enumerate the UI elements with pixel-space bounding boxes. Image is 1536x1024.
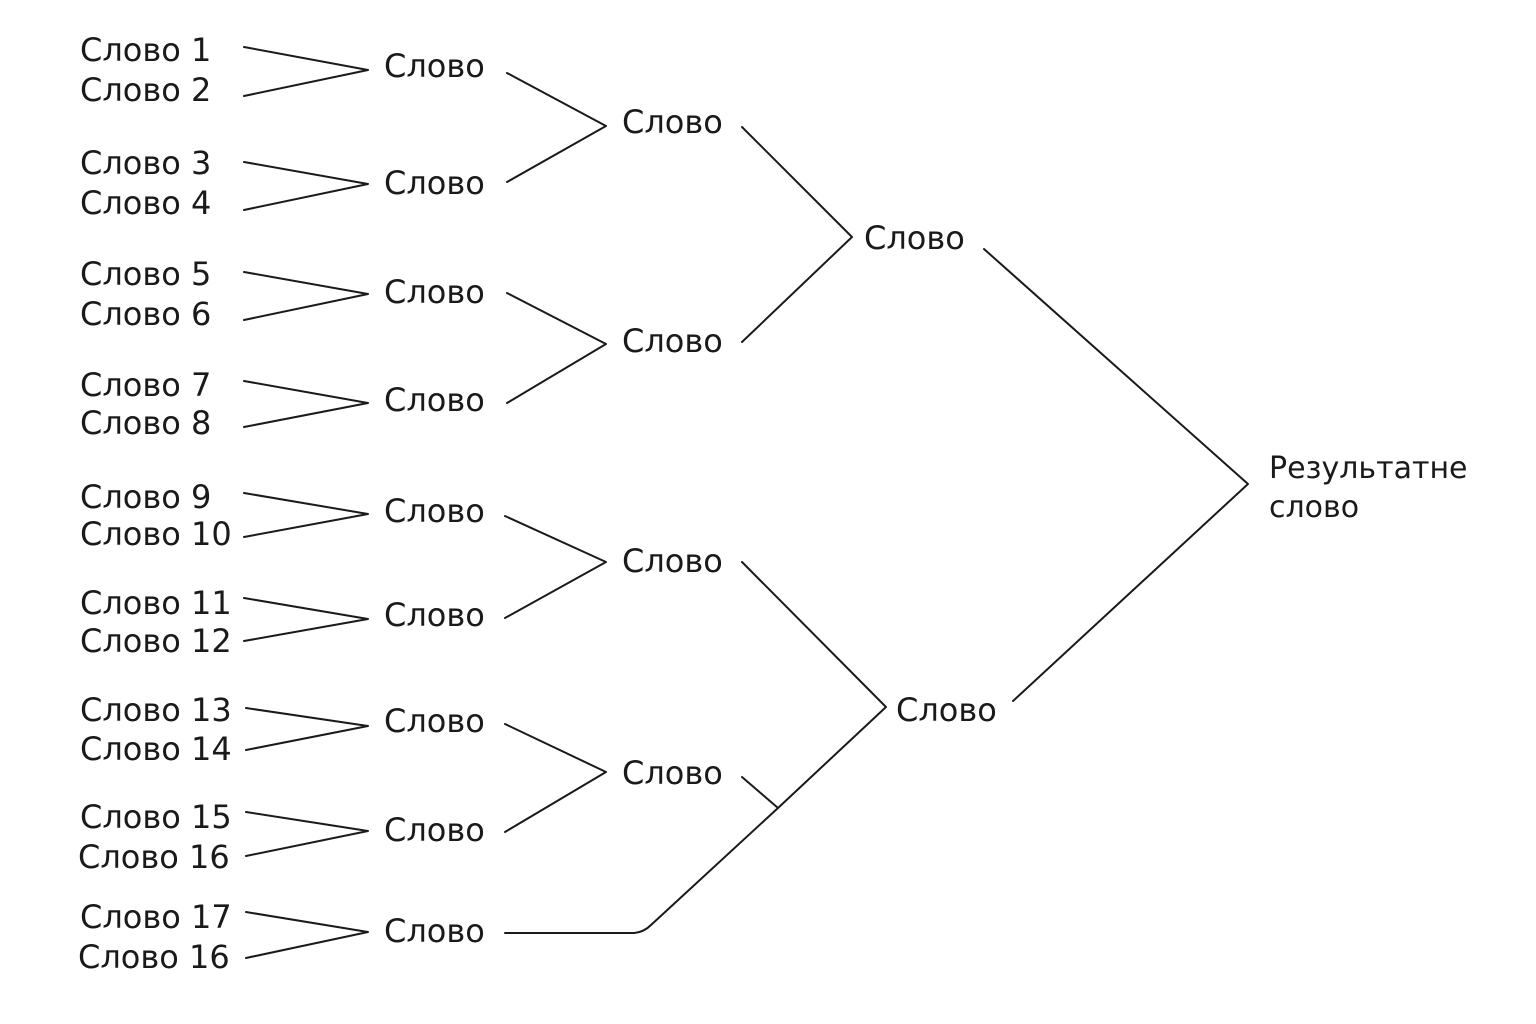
level1-word-9: Слово — [384, 912, 485, 950]
input-word-10: Слово 10 — [80, 515, 232, 553]
join-edge-inputs-to-level1-9 — [245, 911, 369, 959]
level-2-words: Слово Слово Слово Слово — [622, 103, 723, 792]
join-edge-last-level1-to-level3 — [504, 807, 779, 934]
level-1-words: Слово Слово Слово Слово Слово Слово Слов… — [384, 47, 485, 950]
result-word-line-1: Результатне — [1269, 451, 1468, 486]
input-word-16: Слово 16 — [78, 838, 230, 876]
level2-word-3: Слово — [622, 542, 723, 580]
level3-word-2: Слово — [896, 691, 997, 729]
join-edge-level2-to-level3-2 — [741, 561, 887, 809]
join-edge-inputs-to-level1-6 — [243, 597, 369, 642]
join-edge-inputs-to-level1-8 — [245, 811, 369, 857]
result-word-line-2: слово — [1269, 490, 1359, 525]
join-edge-inputs-to-level1-3 — [243, 271, 369, 321]
input-word-18: Слово 16 — [78, 938, 230, 976]
join-edge-level1-to-level2-2 — [506, 292, 607, 404]
input-word-8: Слово 8 — [80, 404, 211, 442]
input-word-6: Слово 6 — [80, 295, 211, 333]
input-word-12: Слово 12 — [80, 622, 232, 660]
join-edge-inputs-to-level1-7 — [245, 707, 369, 751]
input-word-15: Слово 15 — [80, 798, 232, 836]
level1-word-4: Слово — [384, 381, 485, 419]
join-edge-level2-to-level3-1 — [741, 126, 853, 343]
input-word-1: Слово 1 — [80, 31, 211, 69]
level2-word-2: Слово — [622, 322, 723, 360]
level3-word-1: Слово — [864, 219, 965, 257]
level-3-words: Слово Слово — [864, 219, 997, 729]
join-edge-inputs-to-level1-5 — [243, 492, 369, 538]
join-edge-level1-to-level2-3 — [504, 515, 607, 619]
level1-word-1: Слово — [384, 47, 485, 85]
input-word-13: Слово 13 — [80, 691, 232, 729]
input-word-7: Слово 7 — [80, 366, 211, 404]
input-word-17: Слово 17 — [80, 898, 232, 936]
input-word-14: Слово 14 — [80, 730, 232, 768]
input-word-4: Слово 4 — [80, 184, 211, 222]
join-edge-inputs-to-level1-4 — [243, 380, 369, 428]
tree-edges — [243, 46, 1249, 959]
join-edge-level1-to-level2-4 — [504, 723, 607, 833]
level2-word-4: Слово — [622, 754, 723, 792]
level1-word-2: Слово — [384, 164, 485, 202]
level1-word-8: Слово — [384, 811, 485, 849]
join-edge-level2-branch-stub — [741, 776, 779, 809]
join-edge-inputs-to-level1-1 — [243, 46, 369, 97]
level1-word-3: Слово — [384, 273, 485, 311]
input-word-3: Слово 3 — [80, 144, 211, 182]
level1-word-5: Слово — [384, 492, 485, 530]
level1-word-7: Слово — [384, 702, 485, 740]
join-edge-level1-to-level2-1 — [506, 72, 607, 183]
level2-word-1: Слово — [622, 103, 723, 141]
result-word: Результатне слово — [1269, 451, 1468, 525]
input-word-11: Слово 11 — [80, 584, 232, 622]
join-edge-level3-to-result — [983, 248, 1249, 702]
input-word-9: Слово 9 — [80, 478, 211, 516]
join-edge-inputs-to-level1-2 — [243, 161, 369, 211]
input-words: Слово 1 Слово 2 Слово 3 Слово 4 Слово 5 … — [78, 31, 232, 976]
input-word-2: Слово 2 — [80, 71, 211, 109]
level1-word-6: Слово — [384, 596, 485, 634]
input-word-5: Слово 5 — [80, 255, 211, 293]
